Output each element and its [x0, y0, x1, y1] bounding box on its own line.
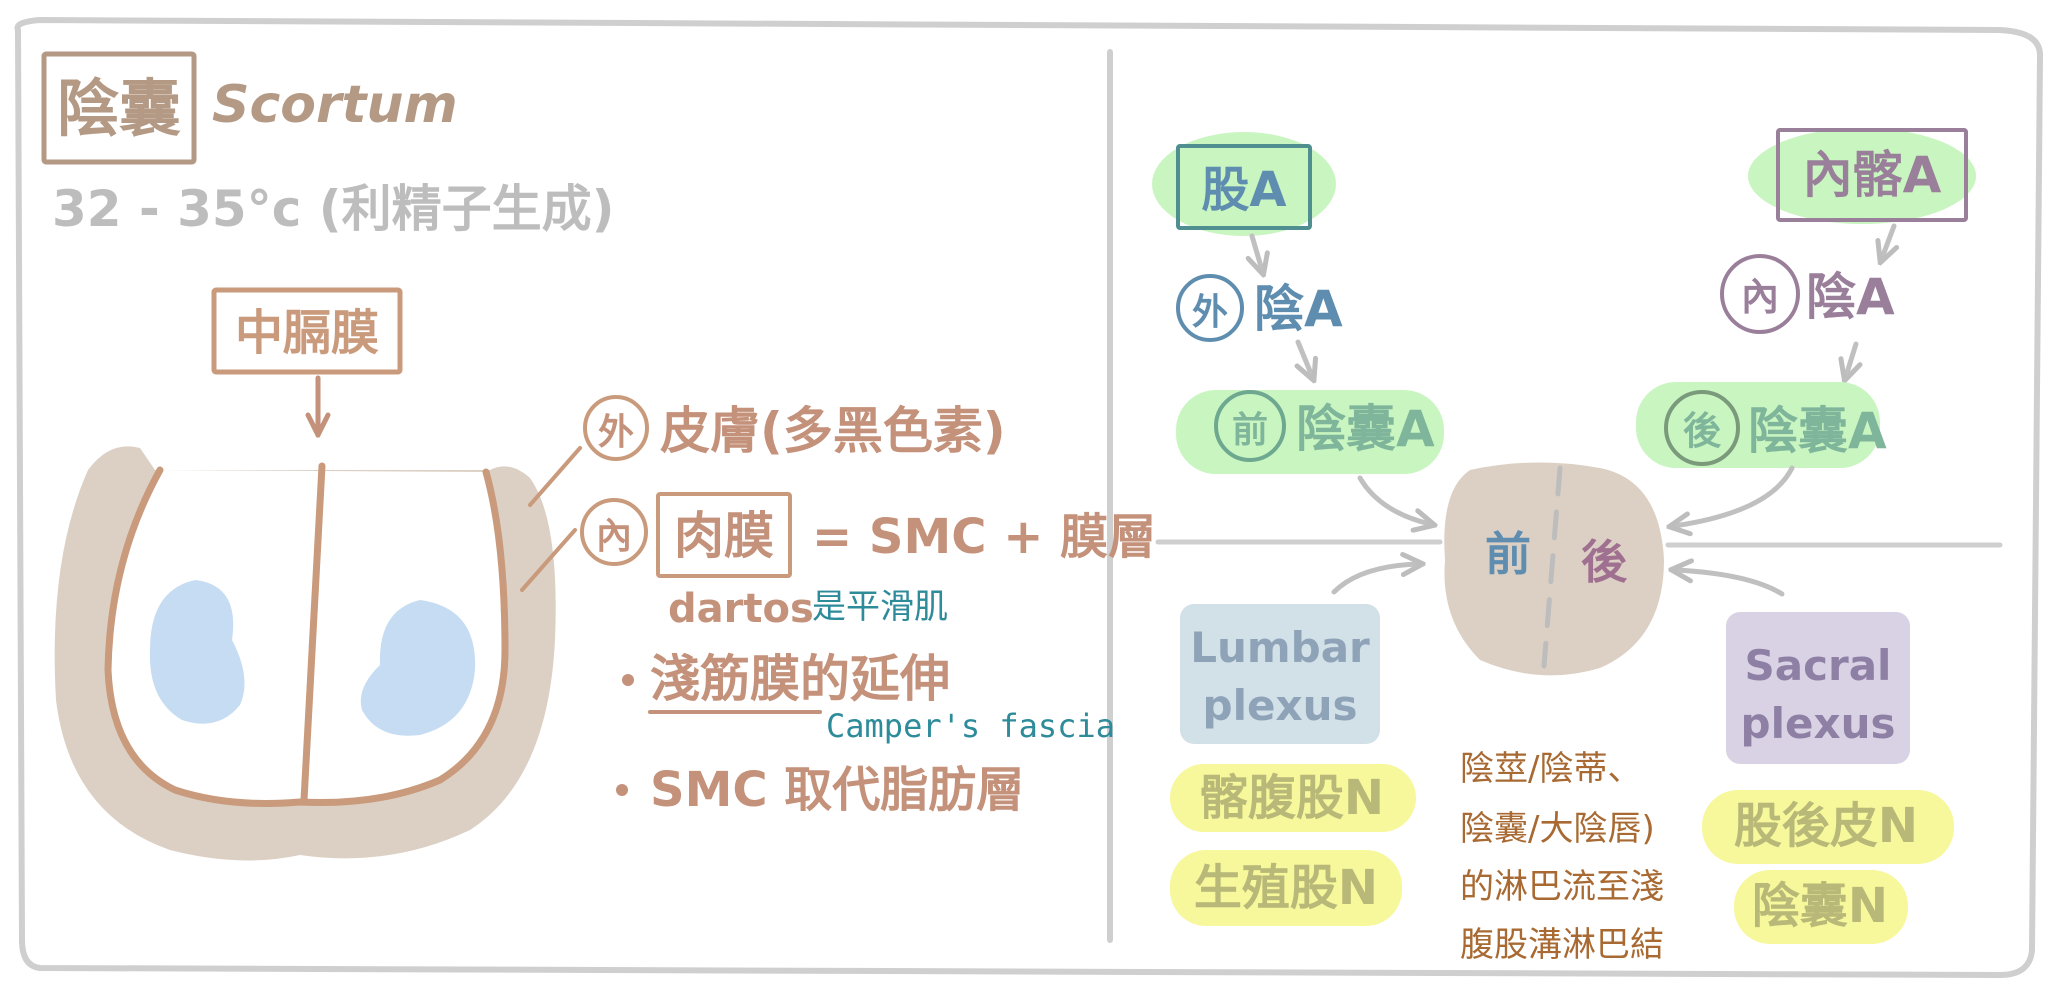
lymph-line-3: 的淋巴流至淺 — [1460, 867, 1664, 907]
genitofemoral-n: 生殖股N — [1194, 860, 1378, 916]
lymph-line-4: 腹股溝淋巴結 — [1460, 925, 1664, 965]
back-label: 後 — [1581, 535, 1628, 589]
sacral-plexus-box — [1726, 612, 1910, 764]
arrow-int-iliac — [1882, 223, 1894, 258]
right-testis — [360, 600, 476, 736]
post-scrotal-a: 陰囊A — [1748, 402, 1887, 460]
int-iliac-highlight — [1748, 128, 1976, 224]
dartos-box — [656, 492, 792, 578]
title-en: Scortum — [212, 75, 458, 135]
outer-frame — [14, 17, 2043, 978]
scrotal-n: 陰囊N — [1752, 878, 1888, 934]
ant-scrotal-a: 陰囊A — [1296, 400, 1435, 458]
int-iliac-a: 內髂A — [1803, 146, 1942, 204]
lumbar-line-2: plexus — [1203, 681, 1358, 730]
ant-scrotal-highlight — [1176, 390, 1444, 474]
lumbar-line-1: Lumbar — [1190, 623, 1370, 672]
post-scrotal-highlight — [1636, 382, 1880, 468]
bullet-2 — [616, 784, 628, 796]
dartos-layer — [104, 466, 509, 807]
fascia-extension: 淺筋膜的延伸 — [650, 650, 950, 708]
dartos-equation: = SMC + 膜層 — [812, 509, 1156, 565]
arrow-post-back — [1674, 465, 1795, 526]
left-testis — [149, 580, 245, 724]
outer-mark: 外 — [598, 412, 634, 453]
ilioinguinal-n: 髂腹股N — [1200, 770, 1384, 826]
temperature-note: 32 - 35°c (利精子生成) — [52, 180, 614, 238]
bullet-1 — [622, 674, 634, 686]
int-pudendal-a: 陰A — [1806, 268, 1895, 326]
outer-mark-circle — [583, 395, 649, 461]
smc-replace-fat: SMC 取代脂肪層 — [650, 762, 1024, 818]
inner-mark: 內 — [596, 516, 632, 557]
inner-mark-circle — [580, 498, 648, 566]
campers-fascia: Camper's fascia — [826, 707, 1115, 745]
dartos-term: dartos — [668, 586, 814, 632]
dartos-box-label: 肉膜 — [674, 507, 774, 565]
smooth-muscle-note: 是平滑肌 — [812, 587, 948, 627]
arrow-ext-ant — [1298, 339, 1312, 376]
arrow-femoral-ext — [1252, 233, 1262, 270]
center-dashed-line — [1541, 465, 1563, 669]
post-mark: 後 — [1683, 409, 1722, 453]
title-box — [41, 51, 197, 165]
post-femoral-cut-n: 股後皮N — [1734, 798, 1918, 854]
genitofemoral-highlight — [1170, 850, 1402, 926]
int-iliac-box — [1776, 128, 1968, 222]
sacral-line-2: plexus — [1741, 699, 1896, 748]
arrow-lumbar — [1331, 564, 1418, 595]
femoral-a-box — [1176, 144, 1312, 230]
ant-mark: 前 — [1232, 410, 1268, 451]
outer-skin-note: 皮膚(多黑色素) — [660, 402, 1006, 460]
lymph-line-1: 陰莖/陰蒂、 — [1460, 749, 1641, 789]
scrotal-septum — [300, 462, 326, 804]
lymph-line-2: 陰囊/大陰唇) — [1460, 809, 1655, 849]
int-mark: 內 — [1741, 275, 1779, 319]
femoral-a: 股A — [1201, 162, 1286, 218]
outer-leader — [528, 446, 582, 507]
arrow-ant-front — [1357, 475, 1430, 524]
front-label: 前 — [1485, 527, 1531, 581]
scrotal-n-highlight — [1734, 870, 1908, 944]
post-femoral-cut-highlight — [1702, 790, 1954, 864]
arrow-sacral — [1676, 570, 1785, 597]
ilioinguinal-highlight — [1170, 764, 1416, 832]
ant-mark-circle — [1214, 390, 1286, 462]
femoral-a-highlight — [1152, 132, 1336, 236]
septum-label: 中膈膜 — [235, 305, 379, 361]
arrow-int-post — [1846, 341, 1856, 376]
int-mark-circle — [1720, 254, 1800, 334]
sacral-line-1: Sacral — [1745, 641, 1892, 690]
ext-mark-circle — [1176, 274, 1244, 342]
title-cn: 陰囊 — [57, 72, 181, 145]
lumbar-plexus-box — [1180, 604, 1380, 744]
ext-pudendal-a: 陰A — [1254, 280, 1343, 338]
post-mark-circle — [1664, 390, 1740, 466]
ext-mark: 外 — [1192, 292, 1228, 333]
septum-label-box — [211, 287, 403, 375]
inner-leader — [520, 528, 577, 592]
